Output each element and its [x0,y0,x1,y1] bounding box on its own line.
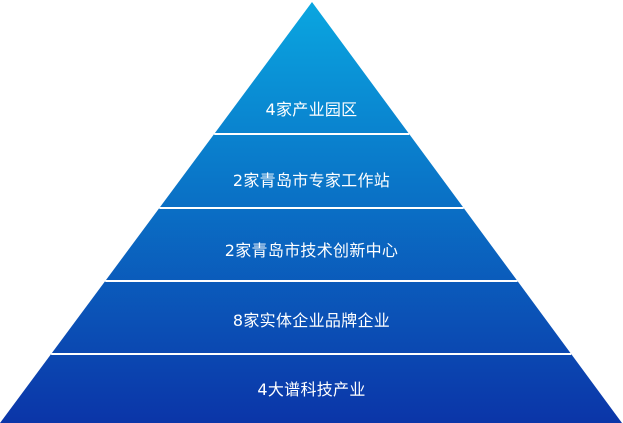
tier-label-top: 4家产业园区 [265,100,358,119]
tier-label-fourth: 8家实体企业品牌企业 [232,311,391,330]
tier-label-base: 4大谱科技产业 [257,380,366,399]
tier-dividers [51,133,572,355]
tier-label-middle: 2家青岛市技术创新中心 [224,241,399,260]
tier-label-second: 2家青岛市专家工作站 [232,171,391,190]
